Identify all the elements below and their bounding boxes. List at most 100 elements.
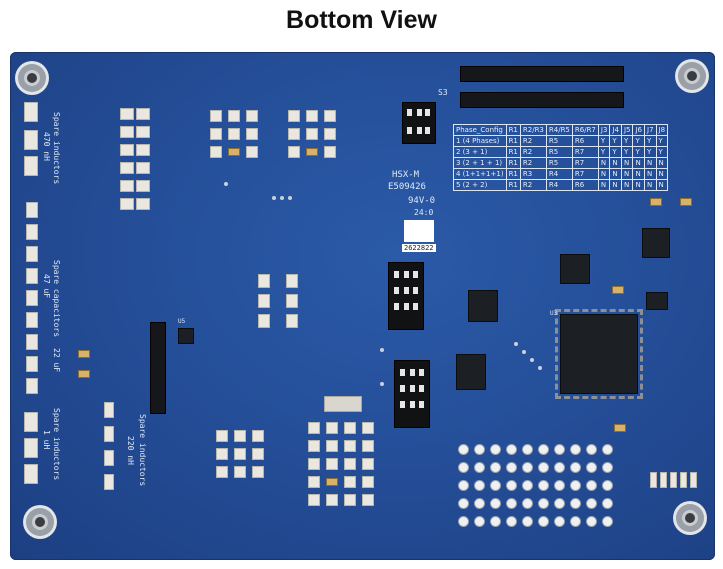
inductor-value-label: 220 nH [126,436,135,465]
capacitor-pad [286,314,298,328]
table-cell: N [644,168,657,180]
table-cell: 2 (3 + 1) [453,146,507,158]
table-cell: R1 [505,157,521,169]
ic-chip [178,328,194,344]
table-cell: Y [597,146,611,158]
mounting-hole-top-right [678,62,706,90]
ul-rating: 94V-0 [408,196,436,206]
capacitor [78,370,90,378]
capacitor-cluster [216,430,272,482]
table-cell: R1 [505,146,521,158]
inductor-pad [104,450,114,466]
table-cell: R5 [545,135,573,147]
table-cell: R1 [505,135,521,147]
via [280,196,284,200]
dip-switch-s3 [402,102,436,144]
table-cell: N [597,157,611,169]
board-name: HSX-M [392,170,420,180]
inductor-pad [24,156,38,176]
table-cell: N [597,179,611,191]
via [538,366,542,370]
table-cell: Y [597,135,611,147]
table-cell: N [655,168,669,180]
capacitor-pad [258,314,270,328]
dip-switch [394,360,430,428]
via [380,348,384,352]
table-cell: R5 [545,146,573,158]
inductor-pad [104,474,114,490]
table-header: J3 [597,124,611,136]
table-cell: R2 [519,157,547,169]
table-cell: R4 [545,179,573,191]
qr-code [404,220,434,242]
ic-chip [646,292,668,310]
inductor-pad [24,102,38,122]
capacitor [614,424,626,432]
capacitor-cluster [288,110,344,162]
ic-label: U5 [178,318,186,325]
inductor-pad [24,464,38,484]
table-cell: R7 [571,157,599,169]
capacitor-pad [26,268,38,284]
table-cell: N [632,157,645,169]
page-title: Bottom View [286,6,437,34]
capacitor [612,286,624,294]
table-header: R2/R3 [519,124,547,136]
table-header: R1 [505,124,521,136]
table-header: J7 [644,124,657,136]
table-cell: R2 [519,135,547,147]
table-header: R4/R5 [545,124,573,136]
test-pad [660,472,667,488]
capacitor-cluster [308,422,378,512]
table-cell: R6 [571,179,599,191]
table-cell: R4 [545,168,573,180]
table-cell: Y [644,135,657,147]
ic-chip [456,354,486,390]
table-header: R6/R7 [571,124,599,136]
mounting-hole-bottom-right [676,504,704,532]
table-cell: N [655,179,669,191]
microcontroller [555,309,643,399]
via [288,196,292,200]
capacitor-pad [26,224,38,240]
capacitor-pad [258,274,270,288]
table-cell: 3 (2 + 1 + 1) [453,157,507,169]
pin-header-bottom [460,92,624,108]
via [224,182,228,186]
capacitor-value-label: 22 uF [52,348,61,373]
test-pad [650,472,657,488]
pin-header-top [460,66,624,82]
table-cell: 5 (2 + 2) [453,179,507,191]
table-cell: N [620,157,634,169]
table-cell: R2 [519,179,547,191]
inductor-value-label: 470 nH [42,132,51,161]
spare-capacitors-label: Spare capacitors [52,260,61,338]
table-header: J4 [609,124,622,136]
jumper-array [118,106,160,212]
capacitor-pad [286,274,298,288]
date-code: 24:0 [414,208,434,217]
table-header-row: Phase_Config R1 R2/R3 R4/R5 R6/R7 J3 J4 … [453,124,669,136]
table-cell: R6 [571,135,599,147]
spare-inductors-label: Spare inductors [52,408,61,481]
table-cell: N [644,157,657,169]
inductor-pad [24,130,38,150]
capacitor-pad [258,294,270,308]
table-cell: N [632,168,645,180]
table-cell: Y [620,146,634,158]
table-cell: Y [655,146,669,158]
table-cell: Y [655,135,669,147]
via [380,382,384,386]
table-cell: R5 [545,157,573,169]
pcb-board: Spare inductors 470 nH Spare capacitors … [10,52,715,560]
pin-header-j28 [150,322,166,414]
table-cell: Y [609,135,622,147]
phase-config-table: Phase_Config R1 R2/R3 R4/R5 R6/R7 J3 J4 … [453,124,669,191]
ic-chip [642,228,670,258]
capacitor-cluster [210,110,266,162]
table-cell: R2 [519,146,547,158]
capacitor-pad [26,356,38,372]
capacitor-pad [26,202,38,218]
